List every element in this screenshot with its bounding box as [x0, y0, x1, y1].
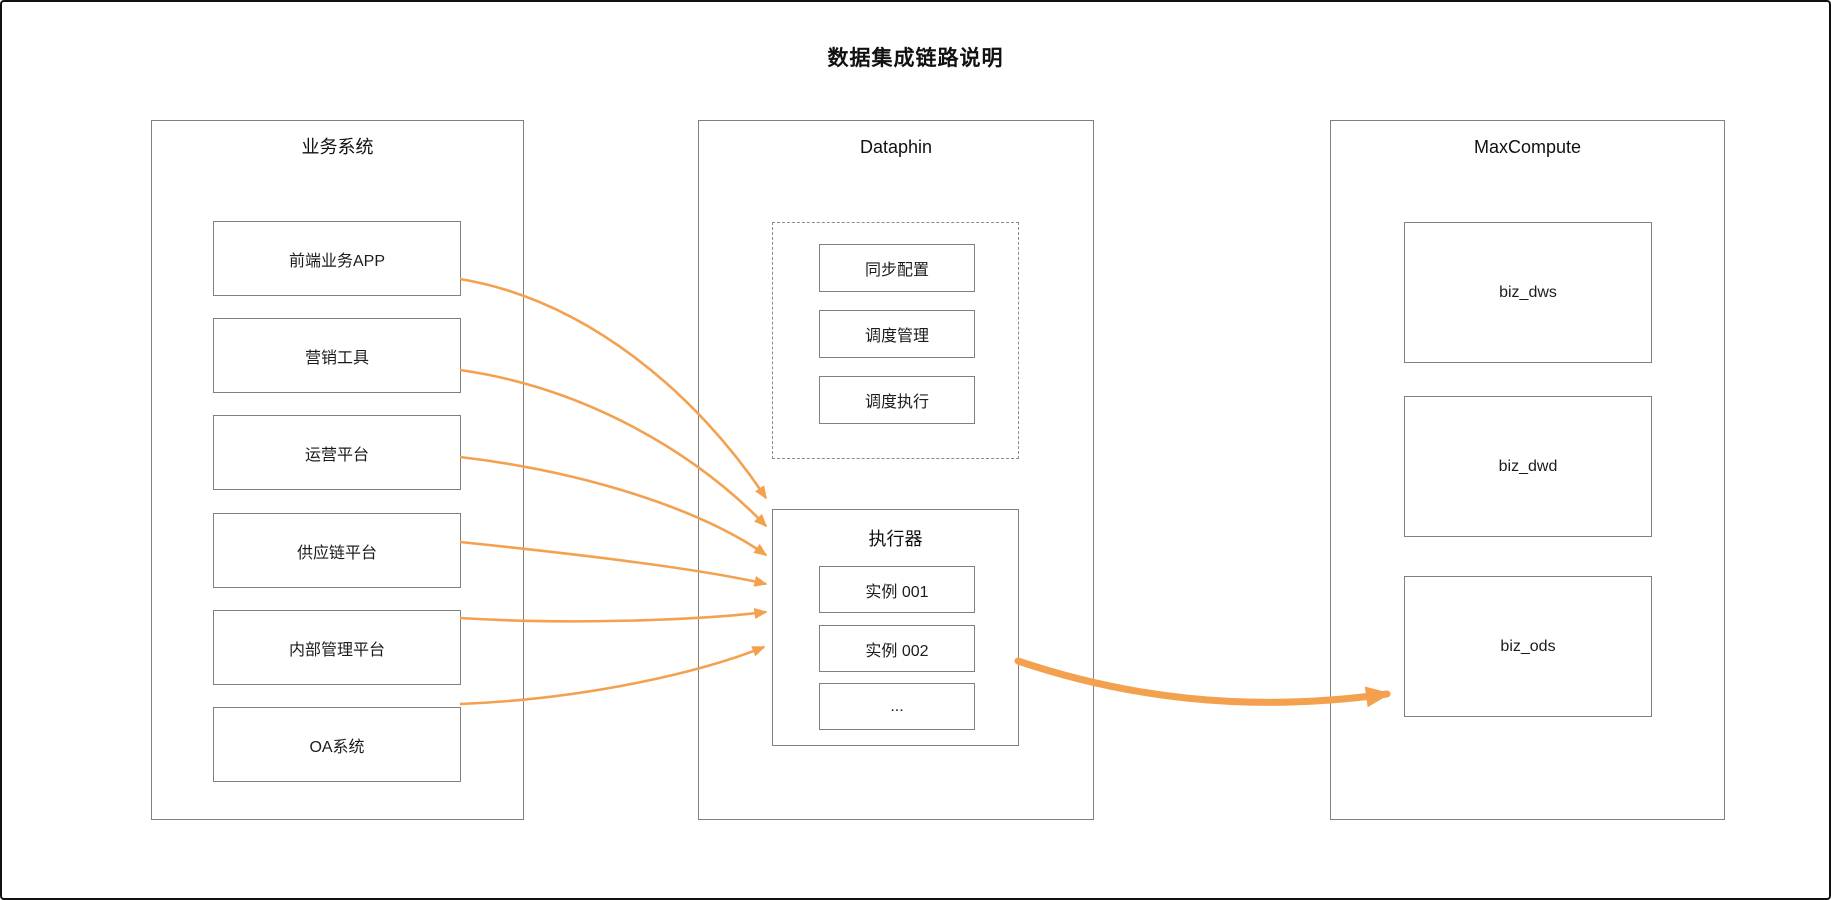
dataphin-control-group: 同步配置 调度管理 调度执行 [772, 222, 1019, 459]
business-system-title: 业务系统 [301, 137, 374, 157]
node-supply-chain-platform: 供应链平台 [213, 513, 461, 588]
dataphin-title: Dataphin [859, 137, 933, 157]
dataphin-container: Dataphin 同步配置 调度管理 调度执行 执行器 实例 001 实例 00… [698, 120, 1094, 820]
node-schedule-execution: 调度执行 [819, 376, 975, 424]
business-system-container: 业务系统 前端业务APP 营销工具 运营平台 供应链平台 内部管理平台 OA系统 [151, 120, 524, 820]
node-biz-ods: biz_ods [1404, 576, 1652, 717]
node-sync-config: 同步配置 [819, 244, 975, 292]
node-operation-platform: 运营平台 [213, 415, 461, 490]
maxcompute-title: MaxCompute [1473, 137, 1582, 157]
diagram-title: 数据集成链路说明 [827, 47, 1004, 70]
node-biz-dwd: biz_dwd [1404, 396, 1652, 537]
node-schedule-management: 调度管理 [819, 310, 975, 358]
maxcompute-container: MaxCompute biz_dws biz_dwd biz_ods [1330, 120, 1725, 820]
node-marketing-tools: 营销工具 [213, 318, 461, 393]
node-instance-002: 实例 002 [819, 625, 975, 672]
node-biz-dws: biz_dws [1404, 222, 1652, 363]
executor-title: 执行器 [868, 529, 923, 549]
node-frontend-business-app: 前端业务APP [213, 221, 461, 296]
node-oa-system: OA系统 [213, 707, 461, 782]
node-instance-001: 实例 001 [819, 566, 975, 613]
node-internal-management-platform: 内部管理平台 [213, 610, 461, 685]
executor-container: 执行器 实例 001 实例 002 ... [772, 509, 1019, 746]
node-instance-ellipsis: ... [819, 683, 975, 730]
